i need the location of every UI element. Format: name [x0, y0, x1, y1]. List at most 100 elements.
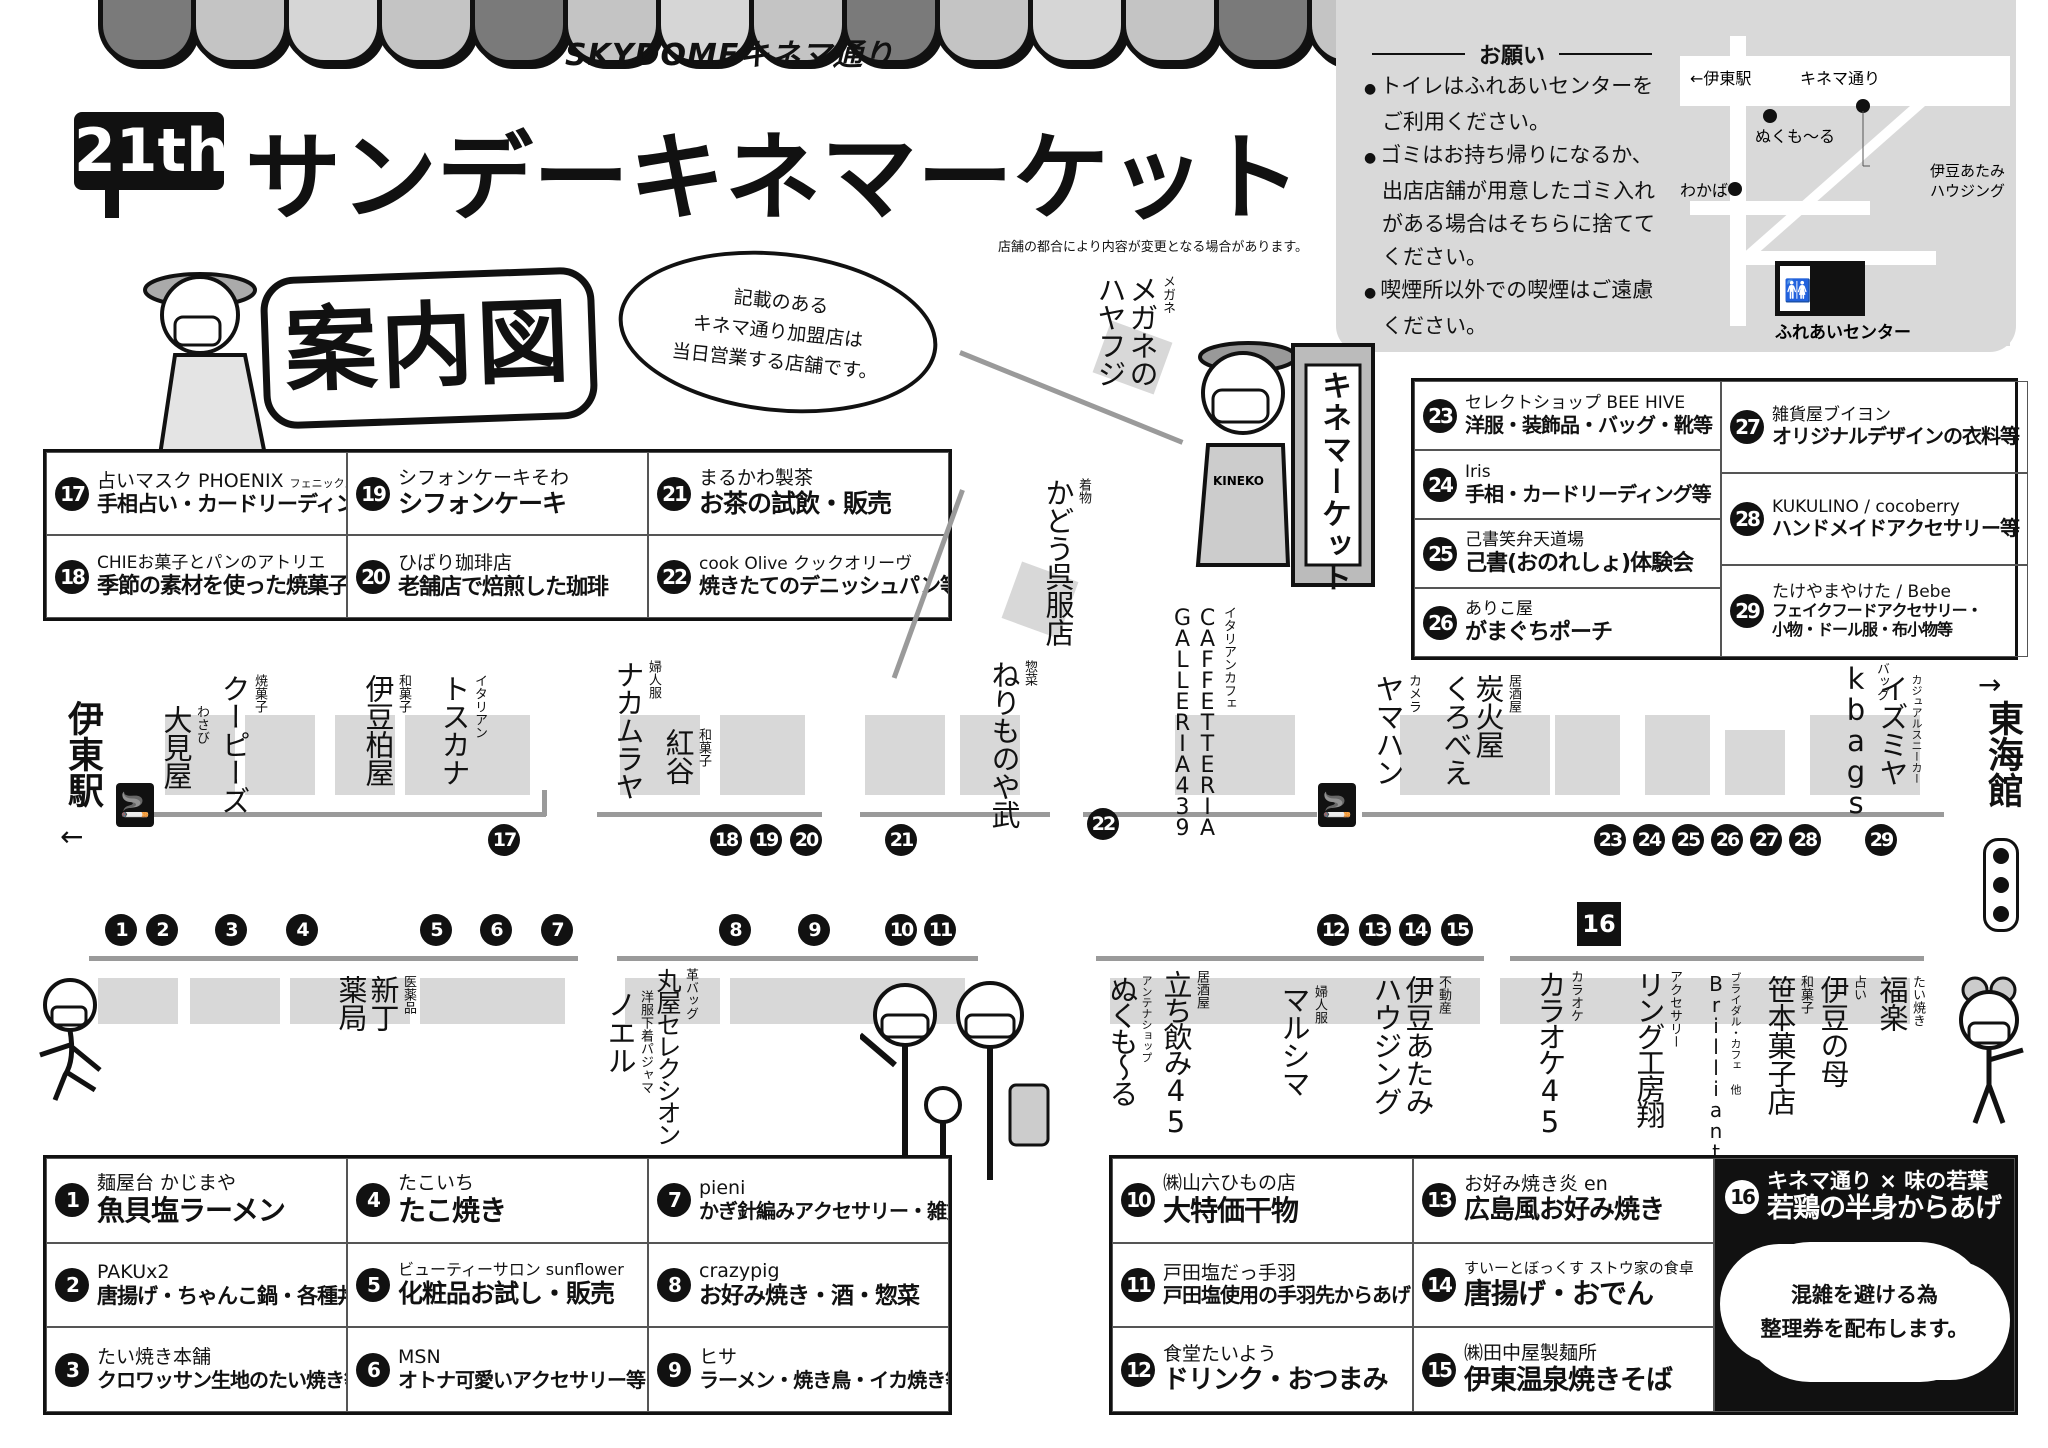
ticket-notice-line: 混雑を避ける為 [1791, 1283, 1938, 1308]
ticket-notice-line: 整理券を配布します。 [1760, 1317, 1969, 1342]
shop-label: 伊豆柏屋和菓子 [361, 674, 411, 786]
stall-marker: 7 [541, 914, 573, 946]
stall-shop: ㈱山六ひもの店 [1163, 1172, 1297, 1195]
stall-desc: 己書(おのれしょ)体験会 [1465, 550, 1694, 576]
stall-10: 10㈱山六ひもの店大特価干物 [1112, 1158, 1413, 1243]
stall-shop: たこいち [398, 1172, 475, 1195]
awning-scallop [656, 0, 754, 65]
shop-name: GALLERIA439 [1170, 606, 1195, 837]
shop-name: ナカムラヤ [611, 660, 645, 800]
shop-genre: 居酒屋 [1506, 674, 1521, 713]
awning-scallop [749, 0, 847, 65]
stall-desc: 手相・カードリーディング等 [1465, 481, 1712, 506]
stall-shop: cook Olive クックオリーヴ [699, 553, 913, 574]
shop-genre: 和菓子 [696, 728, 711, 767]
mascot-left-illustration [143, 272, 268, 455]
stall-desc: シフォンケーキ [398, 489, 567, 519]
road-edge [860, 812, 1050, 817]
stall-number: 15 [1422, 1352, 1456, 1387]
stall-number: 5 [356, 1267, 390, 1302]
stall-desc: 若鶏の半身からあげ [1767, 1193, 2002, 1225]
shop-block [620, 715, 700, 795]
shop-name: かどう呉服店 [1041, 478, 1075, 646]
stall-15: 15㈱田中屋製麺所伊東温泉焼きそば [1413, 1327, 1714, 1412]
shop-label: 大見屋わさび [159, 705, 209, 789]
stall-marker: 26 [1711, 824, 1743, 856]
shop-block [98, 978, 178, 1024]
stall-marker: 12 [1317, 914, 1349, 946]
stall-shop: ビューティーサロン sunflower [398, 1260, 624, 1280]
shop-label: ナカムラヤ婦人服 [611, 660, 661, 800]
stall-desc: 化粧品お試し・販売 [398, 1278, 615, 1308]
disclaimer: 店舗の都合により内容が変更となる場合があります。 [998, 240, 1309, 255]
road-edge [597, 812, 822, 817]
shop-name: トスカナ [437, 674, 471, 786]
stall-marker: 20 [790, 824, 822, 856]
stall-shop: pieni [699, 1176, 746, 1199]
stall-desc: 広島風お好み焼き [1464, 1195, 1665, 1226]
shop-label: ヤマハンカメラ [1371, 674, 1421, 786]
stall-marker: 1 [105, 914, 137, 946]
stall-shop: お好み焼き炎 en [1464, 1173, 1608, 1196]
shop-name: ねりものや武 [987, 660, 1021, 828]
stall-desc: ドリンク・おつまみ [1163, 1364, 1388, 1395]
shop-label: 炭火屋 くろべえ居酒屋 [1439, 674, 1521, 804]
stall-number: 25 [1423, 536, 1457, 571]
shop-block [1555, 715, 1620, 795]
stall-shop-name: 占いマスク PHOENIX [97, 469, 284, 492]
edition-badge: 21th [74, 112, 229, 190]
notice-heading: お願い [1372, 38, 1653, 70]
girl-mascot-illustration [1959, 976, 2024, 1124]
mini-map-street-label: キネマ通り [1800, 69, 1880, 88]
stall-desc: 手相占い・カードリーディング等 [97, 492, 346, 517]
stall-desc: 老舗店で焙煎した珈琲 [398, 574, 609, 600]
mini-map-nukumoru: ぬくも〜る [1755, 127, 1835, 146]
shop-name: マルシマ [1277, 985, 1311, 1097]
stall-number: 13 [1422, 1183, 1456, 1218]
road-edge [1510, 956, 1924, 961]
stall-desc: クロワッサン生地のたい焼き等 [97, 1368, 347, 1393]
shop-block [960, 715, 1020, 795]
shop-label: 伊豆の母占い [1816, 975, 1866, 1087]
shop-block [190, 978, 280, 1024]
stall-number: 8 [657, 1267, 691, 1302]
road-edge [154, 812, 546, 817]
stall-shop: PAKUx2 [97, 1261, 170, 1283]
stall-shop: シフォンケーキそわ [398, 467, 570, 490]
stall-number: 17 [55, 476, 89, 511]
stall-number: 11 [1121, 1267, 1155, 1302]
shop-name: 笹本菓子店 [1763, 975, 1797, 1115]
stall-shop: CHIEお菓子とパンのアトリエ [97, 553, 326, 574]
mini-map-izu-atami: 伊豆あたみ [1930, 162, 2005, 180]
stall-marker: 27 [1750, 824, 1782, 856]
stall-marker: 18 [710, 824, 742, 856]
right-arrow-icon: → [1978, 668, 2002, 701]
stall-marker: 9 [798, 914, 830, 946]
stall-number: 22 [657, 559, 691, 594]
shop-label: GALLERIA439 [1170, 606, 1195, 837]
awning-scallop [1214, 0, 1312, 65]
shop-name: イズミヤ [1875, 674, 1909, 786]
stall-marker: 25 [1672, 824, 1704, 856]
kinemarket-banner: キネマーケット [1316, 370, 1351, 594]
edition-badge-tail [105, 188, 119, 218]
awning-scallop [470, 0, 568, 65]
shop-genre: 革バッグ [683, 968, 698, 1020]
stall-marker: 19 [750, 824, 782, 856]
shop-name: kbags [1839, 662, 1873, 817]
awning-left [98, 0, 847, 65]
shop-label: ぬくも〜るアンテナショップ [1105, 975, 1153, 1105]
stall-marker: 13 [1359, 914, 1391, 946]
ticket-notice-cloud: 混雑を避ける為 整理券を配布します。 [1739, 1242, 1990, 1383]
